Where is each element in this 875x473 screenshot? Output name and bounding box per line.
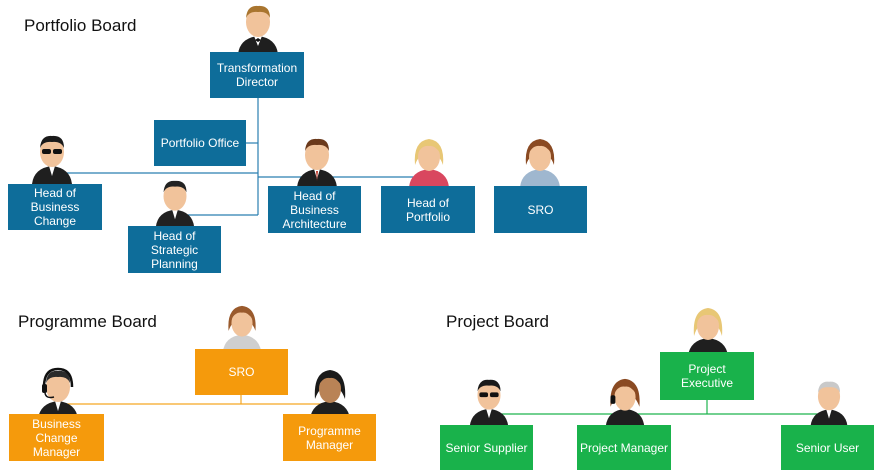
- female-blonde-icon: [409, 139, 449, 187]
- male-suit-icon: [155, 180, 195, 227]
- role-sro-programme: SRO: [195, 349, 288, 395]
- role-head-strategic-planning: Head of Strategic Planning: [128, 226, 221, 273]
- male-suit-icon: [238, 5, 278, 54]
- female-brunette-icon: [520, 139, 560, 187]
- programme-board-title: Programme Board: [18, 312, 157, 331]
- female-brunette-icon: [222, 305, 262, 352]
- female-blonde-icon: [688, 308, 728, 356]
- role-project-executive: Project Executive: [660, 352, 754, 400]
- female-headset-icon: [605, 378, 645, 426]
- male-suit-icon: [297, 138, 337, 187]
- role-head-business-change: Head of Business Change: [8, 184, 102, 230]
- male-sunglasses-icon: [32, 135, 72, 184]
- role-programme-manager: Programme Manager: [283, 414, 376, 461]
- role-senior-supplier: Senior Supplier: [440, 425, 533, 470]
- role-transformation-director: Transformation Director: [210, 52, 304, 98]
- role-senior-user: Senior User: [781, 425, 874, 470]
- role-sro-portfolio: SRO: [494, 186, 587, 233]
- role-business-change-manager: Business Change Manager: [9, 414, 104, 461]
- role-project-manager: Project Manager: [577, 425, 671, 470]
- male-grey-hair-icon: [810, 381, 848, 426]
- female-headset-icon: [310, 370, 350, 419]
- portfolio-board-title: Portfolio Board: [24, 16, 137, 35]
- male-headset-icon: [38, 367, 78, 419]
- role-head-business-architecture: Head of Business Architecture: [268, 186, 361, 233]
- project-board-title: Project Board: [446, 312, 549, 331]
- role-head-portfolio: Head of Portfolio: [381, 186, 475, 233]
- male-sunglasses-icon: [469, 379, 509, 426]
- role-portfolio-office: Portfolio Office: [154, 120, 246, 166]
